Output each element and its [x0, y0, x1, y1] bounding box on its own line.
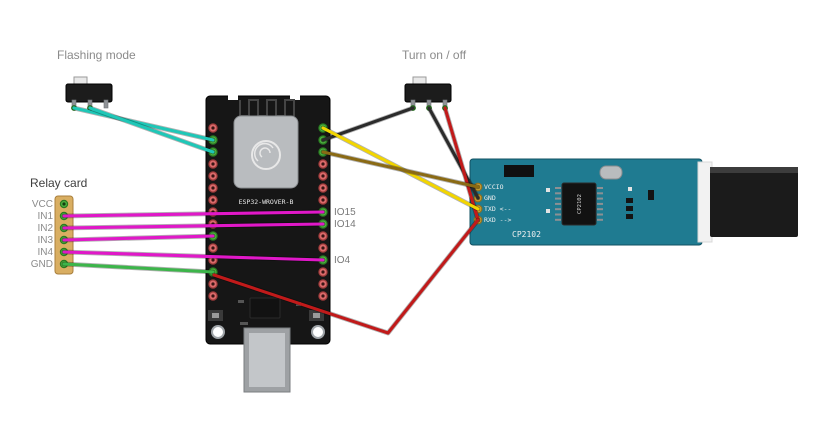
- io14-label: IO14: [334, 219, 356, 230]
- esp32-pin-right-hole: [321, 186, 325, 190]
- relay-pin-label-in4: IN4: [37, 247, 53, 258]
- esp32-pin-left-hole: [211, 246, 215, 250]
- smd-component: [626, 198, 633, 203]
- wire-esp-5v-cp2102: [212, 218, 480, 335]
- smd-component: [626, 214, 633, 219]
- esp32-pin-right-hole: [321, 174, 325, 178]
- cp2102-pin-label-txd: TXD <--: [484, 205, 511, 213]
- boot-button-cap: [313, 313, 320, 318]
- mounting-hole: [211, 325, 225, 339]
- cp2102-pin-label-gnd: GND: [484, 194, 496, 202]
- switch-leg: [103, 99, 109, 109]
- mounting-hole: [311, 325, 325, 339]
- wire-esp-3v3-cp2102-vcc: [321, 150, 480, 189]
- esp32-pin-left-hole: [211, 198, 215, 202]
- flashing-mode-switch: [65, 76, 113, 109]
- wire-relay-in1-io15: [62, 210, 325, 218]
- cp2102-pin-label-vccio: VCCIO: [484, 183, 504, 191]
- smd-component: [626, 206, 633, 211]
- relay-pin-label-in1: IN1: [37, 211, 53, 222]
- smd-component: [546, 188, 550, 192]
- esp32-metal-shield: [233, 115, 299, 189]
- usb-a-plug-highlight: [710, 167, 798, 173]
- usb-a-plug: [710, 167, 798, 237]
- ic-pin-stubs: [555, 187, 603, 221]
- espressif-logo-icon: [251, 140, 281, 170]
- wire-power-switch-5v: [443, 106, 480, 222]
- antenna-notch: [228, 93, 238, 100]
- espressif-logo-swirl: [253, 142, 274, 162]
- flashing-mode-label: Flashing mode: [57, 48, 136, 62]
- pcb-edge: [697, 161, 713, 243]
- esp32-pin-left-hole: [211, 186, 215, 190]
- wire-power-switch-gnd: [427, 106, 480, 200]
- wires: [61, 105, 481, 336]
- esp32-pin-left-hole: [211, 126, 215, 130]
- esp32-pin-right-hole: [321, 282, 325, 286]
- wire-relay-in4-io4: [62, 250, 325, 262]
- en-button-cap: [212, 313, 219, 318]
- cp2102-board-name: CP2102: [512, 230, 541, 239]
- relay-pin-label-in2: IN2: [37, 223, 53, 234]
- io15-label: IO15: [334, 207, 356, 218]
- turn-on-off-label: Turn on / off: [402, 48, 467, 62]
- wire-relay-in2-io14: [62, 222, 325, 230]
- smd-component: [628, 187, 632, 191]
- switch-body: [65, 83, 113, 103]
- switch-body: [404, 83, 452, 103]
- esp32-pin-right-hole: [321, 294, 325, 298]
- wire-relay-gnd-esp: [62, 262, 215, 274]
- wire-flash-switch-en-1: [72, 106, 215, 142]
- smd-component: [240, 322, 248, 325]
- smd-component: [504, 165, 534, 177]
- pcb-antenna: [239, 99, 295, 117]
- esp32-pin-right-hole: [321, 270, 325, 274]
- cp2102-ic: [561, 182, 597, 226]
- wire-relay-in3-esp: [62, 234, 215, 242]
- crystal-oscillator: [599, 165, 623, 180]
- esp32-pin-left-hole: [211, 258, 215, 262]
- io4-label: IO4: [334, 255, 351, 266]
- cp2102-ic-label: CP2102: [577, 194, 583, 214]
- antenna-notch: [290, 93, 300, 100]
- esp32-board: ESP32-WROVER-B: [205, 93, 331, 393]
- esp32-pin-right-hole: [321, 234, 325, 238]
- esp32-pin-right-hole: [321, 162, 325, 166]
- esp32-pin-left-hole: [211, 282, 215, 286]
- relay-pin-label-gnd: GND: [31, 259, 53, 270]
- smd-component: [238, 300, 244, 303]
- esp32-pin-left-hole: [211, 162, 215, 166]
- cp2102-board: CP2102 VCCIO GND TXD <-- RXD --> CP2102: [469, 158, 798, 246]
- relay-pin-label-in3: IN3: [37, 235, 53, 246]
- smd-component: [546, 209, 550, 213]
- usb-uart-chip: [249, 297, 281, 319]
- esp32-board-name: ESP32-WROVER-B: [239, 198, 294, 206]
- esp32-pin-left-hole: [211, 174, 215, 178]
- power-switch: [404, 76, 452, 109]
- esp32-pin-right-hole: [321, 246, 325, 250]
- cp2102-pin-label-rxd: RXD -->: [484, 216, 511, 224]
- esp32-pin-left-hole: [211, 294, 215, 298]
- wire-flash-switch-en-2: [88, 106, 215, 154]
- relay-card-label: Relay card: [30, 176, 87, 190]
- micro-usb-shell: [249, 333, 285, 387]
- smd-component: [648, 190, 654, 200]
- esp32-pin-right-hole: [321, 198, 325, 202]
- relay-pin-label-vcc: VCC: [32, 199, 53, 210]
- relay-pin-hole: [62, 202, 66, 206]
